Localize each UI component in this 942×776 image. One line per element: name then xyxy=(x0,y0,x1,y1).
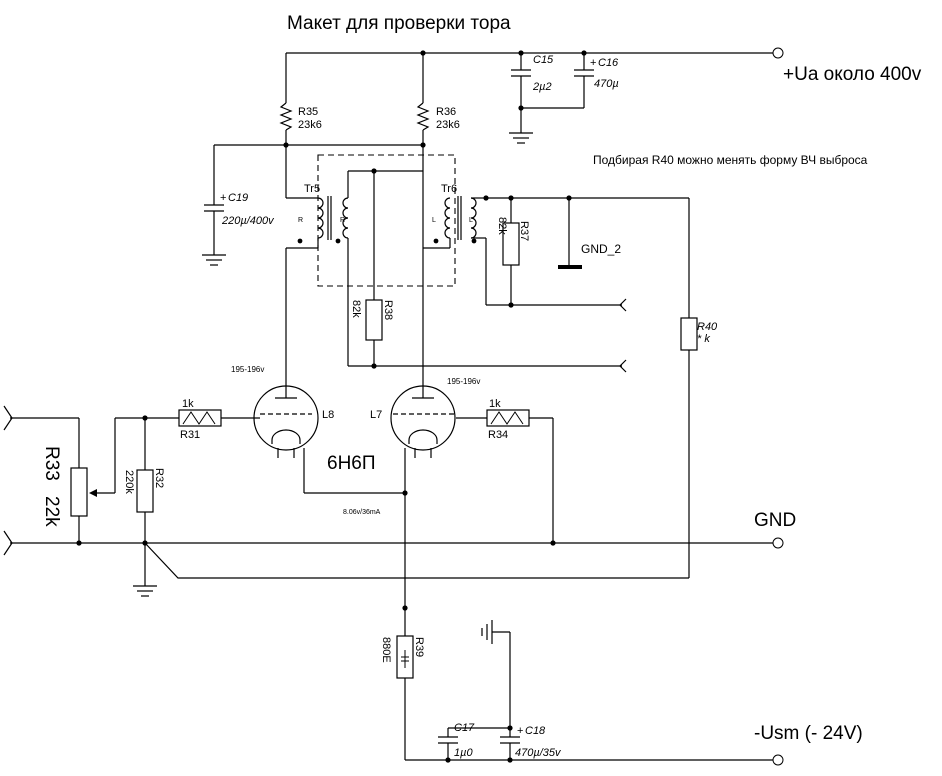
c18-plus: + xyxy=(517,725,523,737)
r40-value: * k xyxy=(697,333,710,345)
design-note: Подбирая R40 можно менять форму ВЧ выбро… xyxy=(593,153,868,167)
output-arrow-1 xyxy=(619,298,627,312)
r39-name: R39 xyxy=(413,637,425,657)
tube-l7-label: L7 xyxy=(370,409,382,421)
tube-l7: L7 xyxy=(370,385,456,458)
toroid-shield-box xyxy=(317,154,456,287)
tr5-name: Tr5 xyxy=(304,183,320,195)
junction xyxy=(550,540,556,546)
resistor-r34: 1k R34 xyxy=(456,398,554,543)
ground-symbol xyxy=(509,108,533,144)
tube-l8-label: L8 xyxy=(322,409,334,421)
tube-l8: L8 xyxy=(253,385,334,458)
ua-terminal xyxy=(772,47,784,59)
r33-name: R33 xyxy=(41,446,62,481)
gnd-label: GND xyxy=(754,510,796,531)
capacitor-c17: C17 1µ0 xyxy=(438,722,475,760)
capacitor-c19: + C19 220µ/400v xyxy=(202,145,275,266)
capacitor-c16: + C16 470µ xyxy=(521,53,619,109)
gnd-terminal xyxy=(772,537,784,549)
capacitor-c18: + C18 470µ/35v xyxy=(448,632,562,760)
r34-name: R34 xyxy=(488,429,508,441)
resistor-r35: R35 23k6 xyxy=(279,53,322,145)
usm-label: -Usm (- 24V) xyxy=(754,723,863,744)
output-arrow-2 xyxy=(619,359,627,373)
r38-value: 82k xyxy=(350,300,362,318)
r33-value: 22k xyxy=(41,496,62,527)
tube-type: 6Н6П xyxy=(327,453,376,474)
r38-name: R38 xyxy=(382,300,394,320)
c18-value: 470µ/35v xyxy=(515,747,562,759)
tr6-name: Tr6 xyxy=(441,183,457,195)
ground-symbol xyxy=(481,620,510,644)
resistor-r32: 220k R32 xyxy=(123,418,165,543)
junction xyxy=(76,540,82,546)
tr5-mark-a: R xyxy=(298,217,303,224)
tr6-mark-a: L xyxy=(432,217,436,224)
r40-name: R40 xyxy=(697,321,718,333)
transformer-tr6: Tr6 L L xyxy=(348,145,486,398)
c19-plus: + xyxy=(220,192,226,204)
potentiometer-r33: R33 22k xyxy=(10,417,88,543)
c19-name: C19 xyxy=(228,192,248,204)
diagram-title: Макет для проверки тора xyxy=(287,13,511,34)
c16-name: C16 xyxy=(598,57,619,69)
gnd2-symbol: GND_2 xyxy=(558,198,621,269)
r40-return-line xyxy=(144,542,689,579)
c18-name: C18 xyxy=(525,725,546,737)
voltage-right: 195-196v xyxy=(447,377,480,386)
r34-value: 1k xyxy=(489,398,501,410)
r39-value: 880E xyxy=(380,637,392,663)
r37-name: R37 xyxy=(518,221,530,241)
junction xyxy=(507,725,513,731)
voltage-left: 195-196v xyxy=(231,365,264,374)
r31-value: 1k xyxy=(182,398,194,410)
resistor-r39: 880E R39 xyxy=(380,608,425,760)
r35-value: 23k6 xyxy=(298,119,322,131)
junction xyxy=(445,757,451,763)
capacitor-c15: C15 2µ2 xyxy=(511,53,554,108)
transformer-tr5: Tr5 R R xyxy=(285,145,349,398)
tr5-mark-b: R xyxy=(340,217,345,224)
r31-name: R31 xyxy=(180,429,200,441)
r35-name: R35 xyxy=(298,106,318,118)
c15-name: C15 xyxy=(533,54,554,66)
resistor-r38: 82k R38 xyxy=(350,171,394,366)
resistor-r36: R36 23k6 xyxy=(416,53,460,145)
ua-label: +Ua около 400v xyxy=(783,64,922,85)
cathode-readout: 8.06v/36mA xyxy=(343,509,381,516)
usm-terminal xyxy=(772,754,784,766)
wiper-arrow xyxy=(89,489,97,497)
ground-symbol xyxy=(133,543,157,597)
r32-name: R32 xyxy=(153,468,165,488)
r36-name: R36 xyxy=(436,106,456,118)
c16-value: 470µ xyxy=(594,78,619,90)
junction xyxy=(402,490,408,496)
junction xyxy=(507,757,513,763)
input-arrow-signal xyxy=(3,405,13,431)
c16-plus: + xyxy=(590,57,596,69)
c19-value: 220µ/400v xyxy=(221,215,275,227)
r32-value: 220k xyxy=(123,470,135,494)
tr6-mark-b: L xyxy=(469,217,473,224)
c17-value: 1µ0 xyxy=(454,747,473,759)
gnd2-label: GND_2 xyxy=(581,242,621,256)
c15-value: 2µ2 xyxy=(532,81,552,93)
r36-value: 23k6 xyxy=(436,119,460,131)
resistor-r31: 1k R31 xyxy=(115,398,260,441)
r37-value: 82k xyxy=(496,217,508,235)
resistor-r40: R40 * k xyxy=(680,198,718,578)
resistor-r37: 82k R37 xyxy=(496,198,530,305)
